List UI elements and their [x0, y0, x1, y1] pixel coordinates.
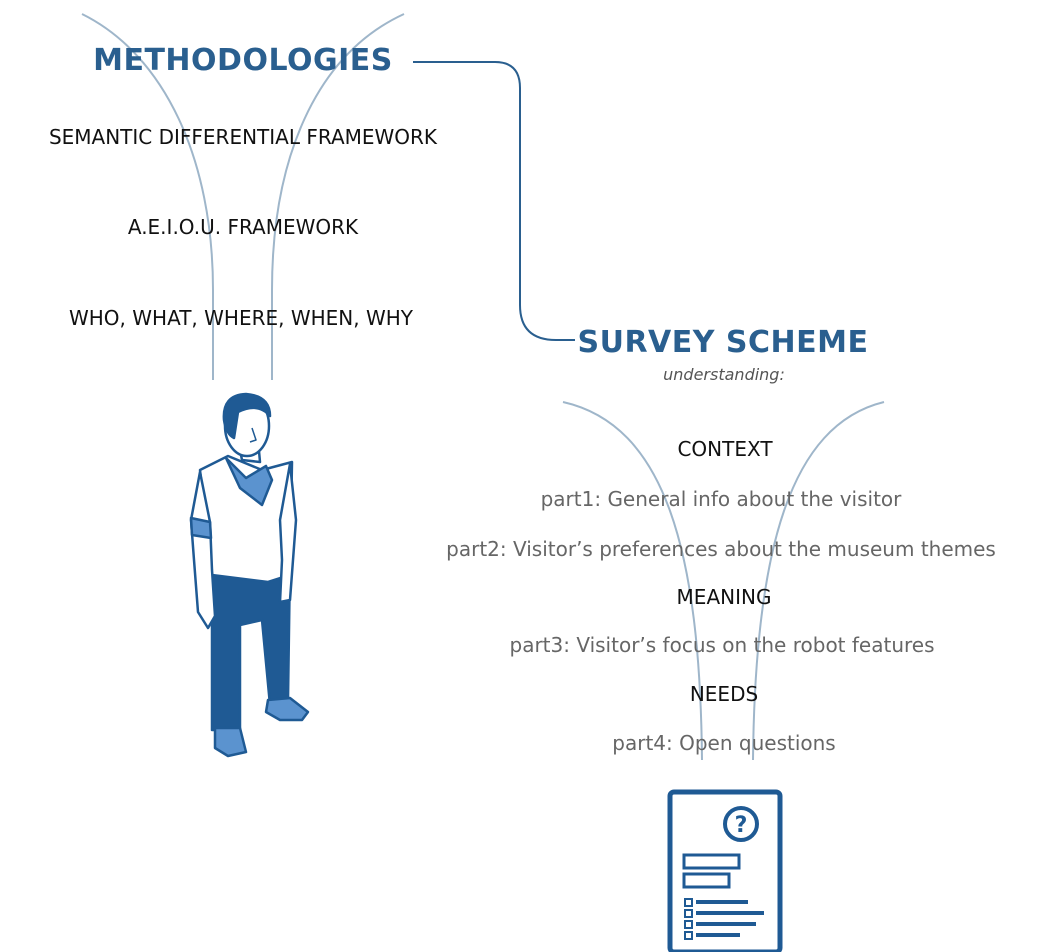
survey-part: part2: Visitor’s preferences about the m…: [446, 537, 996, 561]
section-needs: NEEDS: [689, 682, 759, 706]
connector-line: [413, 61, 575, 341]
funnel-curve-left: [562, 401, 703, 761]
person-icon: [189, 392, 310, 758]
methodology-item: SEMANTIC DIFFERENTIAL FRAMEWORK: [48, 125, 438, 149]
methodology-item: A.E.I.O.U. FRAMEWORK: [127, 215, 359, 239]
survey-form-icon: ?: [667, 789, 783, 952]
section-meaning: MEANING: [676, 585, 772, 609]
question-circle-icon: [723, 806, 759, 842]
funnel-curve-left: [81, 13, 214, 380]
methodologies-funnel: [81, 13, 405, 380]
survey-funnel: [562, 401, 885, 761]
survey-part: part4: Open questions: [612, 731, 836, 755]
methodologies-title: METHODOLOGIES: [93, 43, 393, 78]
survey-part: part1: General info about the visitor: [540, 487, 902, 511]
section-context: CONTEXT: [677, 437, 773, 461]
survey-part: part3: Visitor’s focus on the robot feat…: [509, 633, 935, 657]
funnel-curve-right: [752, 401, 885, 761]
funnel-curve-right: [271, 13, 405, 380]
survey-scheme-subtitle: understanding:: [663, 365, 785, 384]
methodology-item: WHO, WHAT, WHERE, WHEN, WHY: [68, 306, 414, 330]
question-mark-glyph: ?: [735, 813, 748, 838]
survey-scheme-title: SURVEY SCHEME: [577, 325, 869, 360]
